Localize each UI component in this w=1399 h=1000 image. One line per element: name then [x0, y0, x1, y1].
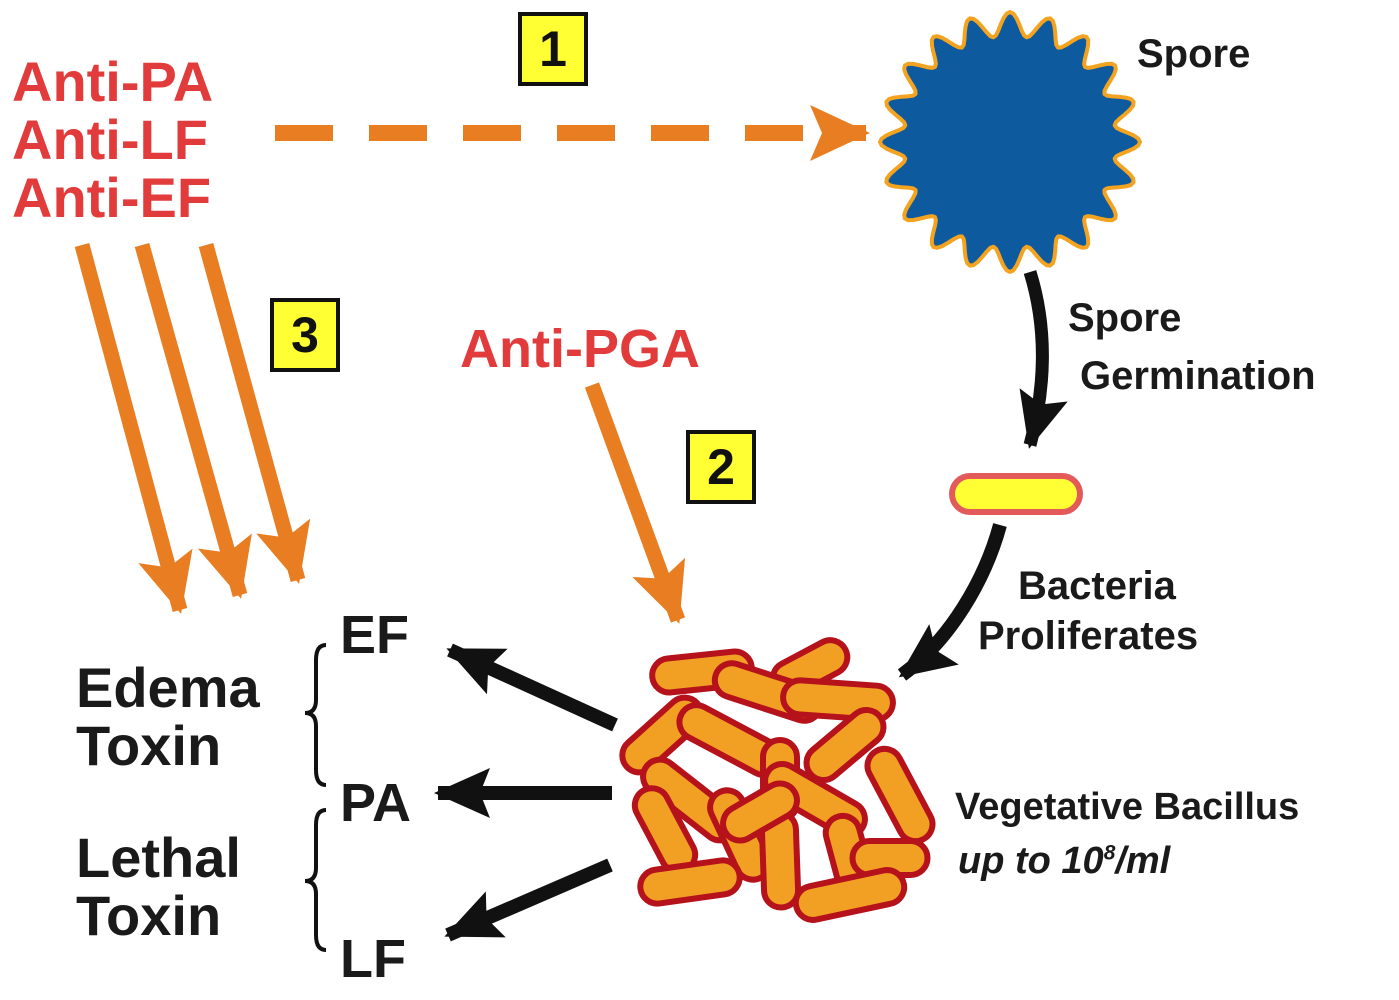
edema-toxin-label-line1: Edema	[76, 656, 260, 719]
bacillus-rod-19	[792, 867, 908, 923]
spore-shape	[878, 10, 1142, 274]
bacillus-rod-11	[864, 745, 936, 845]
bacteria-proliferates-label-line2: Proliferates	[978, 614, 1199, 658]
arrow-spore-germination	[1019, 270, 1068, 449]
arrow-bacteria-proliferates	[897, 523, 1007, 681]
brace-lethal-toxin	[304, 808, 327, 952]
pa-factor-label: PA	[340, 773, 412, 833]
step-badge-3: 3	[270, 298, 340, 372]
vegetative-bacillus-cluster	[619, 637, 936, 923]
step-badge-2: 2	[686, 430, 756, 504]
bacteria-proliferates-label-line1: Bacteria	[1018, 564, 1176, 608]
bacillus-rod-7	[803, 707, 887, 783]
brace-edema-toxin	[304, 643, 327, 787]
lf-factor-label: LF	[340, 929, 406, 989]
spore-label: Spore	[1137, 32, 1251, 76]
step-badge-1: 1	[518, 12, 588, 86]
arrow-anti-toxin-3	[198, 243, 311, 584]
anti-pa-label: Anti-PA	[12, 50, 214, 113]
spore-germination-label-line2: Germination	[1080, 354, 1316, 398]
anti-lf-label: Anti-LF	[12, 108, 208, 171]
edema-toxin-label-line2: Toxin	[76, 714, 222, 777]
arrow-anti-toxin-2	[134, 242, 252, 599]
anti-ef-label: Anti-EF	[12, 166, 212, 229]
arrow-anti-pga	[584, 382, 686, 624]
lethal-toxin-label-line1: Lethal	[76, 826, 241, 889]
arrow-bacillus-to-lf	[444, 858, 613, 942]
arrow-anti-toxin-1	[74, 243, 193, 614]
germinating-bacterium	[949, 473, 1083, 515]
bacillus-concentration-label: up to 108/ml	[958, 840, 1171, 882]
bacillus-rod-17	[637, 857, 743, 907]
anti-pga-label: Anti-PGA	[460, 319, 700, 379]
ef-factor-label: EF	[340, 605, 410, 665]
lethal-toxin-label-line2: Toxin	[76, 884, 222, 947]
bacillus-rod-18	[720, 780, 800, 844]
arrow-bacillus-to-ef	[446, 643, 618, 732]
vegetative-bacillus-label: Vegetative Bacillus	[955, 786, 1300, 828]
spore-germination-label-line1: Spore	[1068, 296, 1182, 340]
